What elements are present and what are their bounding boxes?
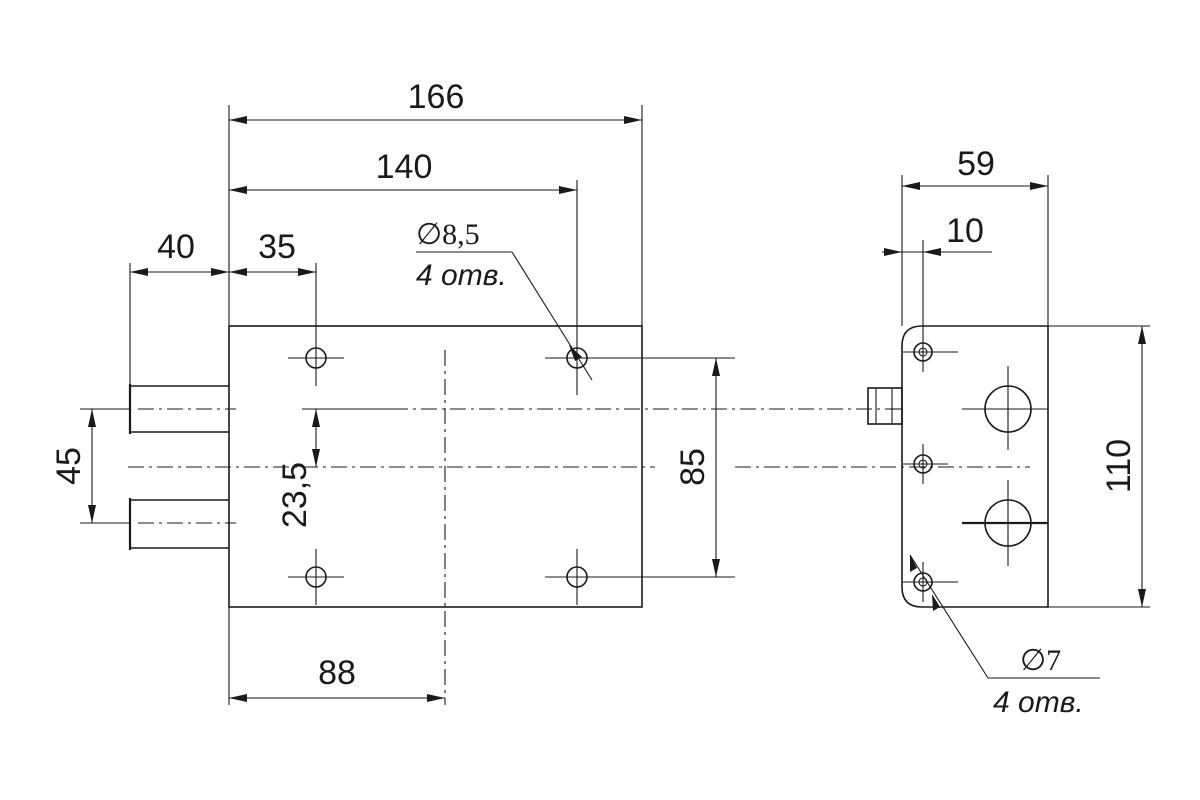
- extension-lines-front: [80, 105, 643, 705]
- dimension-label-59: 59: [957, 145, 995, 183]
- side-view: 59 10 110 ∅7 4 отв.: [867, 145, 1150, 719]
- dimension-140: 140: [229, 148, 577, 194]
- dimension-23-5: 23,5: [276, 409, 320, 528]
- dimension-label-85: 85: [674, 448, 712, 486]
- mounting-hole-side-bottom: [903, 562, 958, 602]
- lock-body-side: [901, 325, 1049, 608]
- mounting-hole-bottom-left: [288, 549, 344, 605]
- dimension-110: 110: [1100, 326, 1146, 607]
- callout-hole-8-5: ∅8,5 4 отв.: [416, 218, 593, 381]
- dimension-label-35: 35: [258, 228, 296, 266]
- dimension-45: 45: [50, 409, 96, 523]
- dimension-88: 88: [229, 654, 445, 702]
- mounting-hole-top-right: [545, 330, 735, 395]
- dimension-59: 59: [902, 145, 1048, 190]
- centerlines-front: [128, 350, 1030, 705]
- dimension-label-23-5: 23,5: [276, 462, 314, 528]
- hole-diameter-8-5-label: ∅8,5: [416, 218, 480, 251]
- dimension-label-166: 166: [408, 78, 465, 116]
- dimension-label-40: 40: [157, 228, 195, 266]
- dimension-166: 166: [229, 78, 642, 124]
- hole-count-label-front: 4 отв.: [416, 259, 507, 292]
- keyhole-upper: [962, 366, 1048, 450]
- dimension-label-88: 88: [318, 654, 356, 692]
- dimension-label-110: 110: [1100, 439, 1138, 493]
- key-cylinder-stub: [867, 387, 903, 425]
- dimension-10: 10: [882, 212, 992, 256]
- callout-hole-7: ∅7 4 отв.: [909, 554, 1100, 719]
- dimension-35: 35: [229, 228, 316, 276]
- mounting-hole-side-middle: [903, 444, 948, 484]
- dimension-40: 40: [130, 228, 229, 276]
- dimension-85: 85: [674, 358, 720, 577]
- hole-count-label-side: 4 отв.: [993, 686, 1084, 719]
- bolt-lower: [128, 498, 229, 550]
- dimension-label-10: 10: [946, 212, 984, 250]
- dimension-label-140: 140: [376, 148, 433, 186]
- keyhole-lower: [962, 480, 1048, 566]
- mounting-hole-bottom-right: [545, 549, 735, 605]
- hole-diameter-7-label: ∅7: [1020, 644, 1061, 677]
- mounting-hole-top-left: [288, 330, 344, 386]
- mounting-hole-side-top: [903, 332, 958, 372]
- extension-lines-side: [901, 175, 1150, 608]
- front-view: 166 140 40 35 45: [50, 78, 1030, 705]
- dimension-label-45: 45: [50, 447, 88, 485]
